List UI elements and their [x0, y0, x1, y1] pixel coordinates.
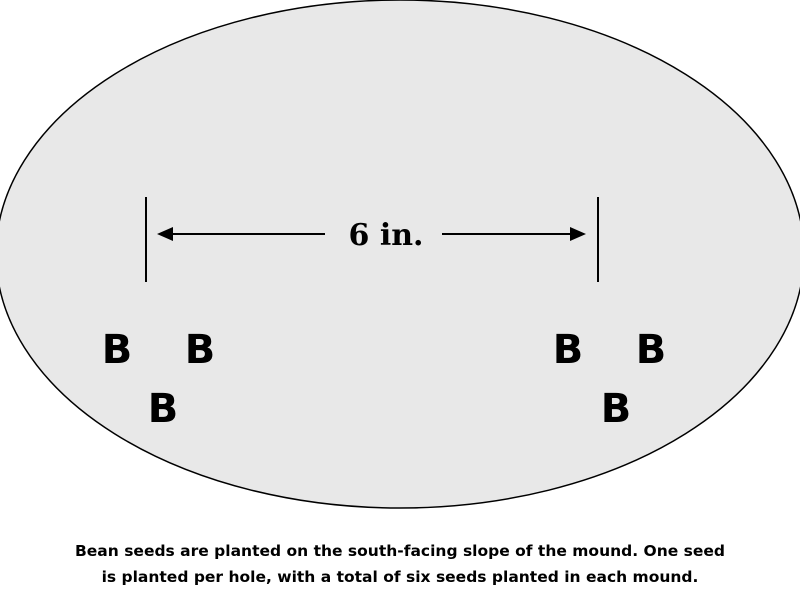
seed-marker: B	[636, 327, 667, 373]
seed-marker: B	[102, 327, 133, 373]
left-arrowhead-icon	[157, 227, 173, 241]
caption: Bean seeds are planted on the south-faci…	[0, 538, 800, 590]
caption-line-2: is planted per hole, with a total of six…	[101, 568, 699, 586]
right-arrowhead-icon	[570, 227, 586, 241]
seed-marker: B	[553, 327, 584, 373]
seed-marker: B	[185, 327, 216, 373]
distance-label: 6 in.	[349, 218, 424, 253]
mound	[0, 0, 800, 509]
caption-line-1: Bean seeds are planted on the south-faci…	[74, 542, 725, 560]
seed-marker: B	[148, 386, 179, 432]
seed-marker: B	[601, 386, 632, 432]
